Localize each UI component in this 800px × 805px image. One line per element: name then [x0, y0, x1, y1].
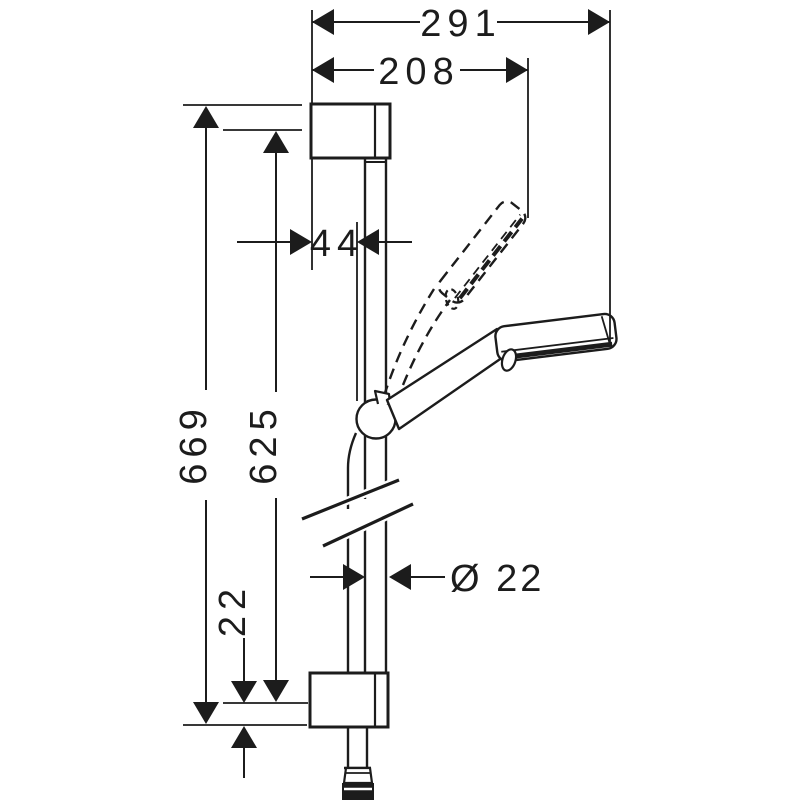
arrowhead-left — [312, 9, 334, 35]
arrowhead-left — [290, 229, 312, 255]
dim-label-44: 44 — [310, 223, 364, 265]
arrowhead-down — [231, 681, 257, 703]
dim-hole-distance: 625 — [223, 129, 308, 704]
dim-bar-total-length: 669 — [173, 104, 307, 726]
arrowhead-left — [389, 564, 411, 590]
dashed-shower-head — [437, 200, 527, 304]
wall-bracket-top — [309, 102, 392, 160]
hand-shower-dashed-position — [382, 200, 527, 397]
dim-bar-diameter: Ø 22 — [310, 558, 544, 600]
dim-label-625: 625 — [243, 403, 285, 484]
hand-shower-hook — [500, 348, 518, 372]
hand-shower — [385, 312, 618, 431]
dim-label-diameter: Ø 22 — [450, 558, 544, 600]
arrowhead-right — [343, 564, 365, 590]
hose-fitting — [342, 766, 374, 800]
dim-label-291: 291 — [420, 3, 501, 45]
arrowhead-right — [588, 9, 610, 35]
dim-overall-reach: 291 — [311, 3, 611, 342]
dashed-shower-hook — [444, 288, 460, 310]
dim-end-offset: 22 — [212, 583, 257, 778]
arrowhead-up — [231, 726, 257, 748]
arrowhead-up — [193, 106, 219, 128]
dim-label-22: 22 — [212, 583, 254, 637]
shower-hose — [346, 432, 369, 768]
dim-slider-offset: 44 — [237, 158, 412, 401]
hand-shower-head — [494, 312, 618, 363]
arrowhead-left — [312, 57, 334, 83]
wall-bracket-bottom — [308, 671, 390, 729]
arrowhead-right — [357, 229, 379, 255]
dim-label-208: 208 — [378, 51, 459, 93]
arrowhead-right — [506, 57, 528, 83]
arrowhead-down — [263, 680, 289, 702]
dim-label-669: 669 — [173, 403, 215, 484]
arrowhead-up — [263, 131, 289, 153]
arrowhead-down — [193, 702, 219, 724]
dim-holder-reach: 208 — [312, 51, 529, 218]
hose-nut — [342, 783, 374, 800]
bar-break-symbol — [300, 476, 415, 550]
